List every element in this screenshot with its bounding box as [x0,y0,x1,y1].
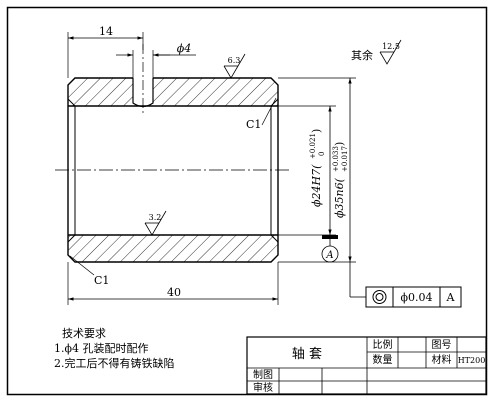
drawn-label: 制图 [253,368,273,381]
quantity-label: 数量 [373,353,393,366]
outer-contour [67,77,279,263]
svg-text:): ) [310,129,323,133]
title-block: 轴 套 比例 数量 图号 材料 HT200 制图 审核 [246,336,487,395]
chamfer-top: C1 [246,97,277,131]
chamfer-top-text: C1 [246,118,261,131]
bushing-section [55,44,292,263]
dimension-outer-text: ϕ35n6( [333,177,346,218]
tolerance-value: ϕ0.04 [401,291,433,304]
technical-requirements: 技术要求 1.ϕ4 孔装配时配作 2.完工后不得有铸铁缺陷 [54,326,175,371]
chamfer-bottom: C1 [69,255,109,287]
technical-requirements-title: 技术要求 [62,327,106,340]
top-wall-hatch-right [153,78,278,106]
part-name: 轴 套 [292,346,322,362]
drawing-no-label: 图号 [432,339,452,351]
datum-a: A [321,235,339,263]
roughness-outer-text: 6.3 [228,56,241,65]
dimension-inner-tol-upper: +0.021 [309,133,317,159]
roughness-rest: 其余 12.5 [351,39,402,65]
technical-requirement-item: 1.ϕ4 孔装配时配作 [54,342,149,355]
dimension-inner-text: ϕ24H7( [310,164,323,207]
roughness-rest-value: 12.5 [382,42,400,51]
checked-label: 审核 [253,381,273,394]
dimension-hole-text: ϕ4 [177,42,192,55]
datum-a-letter: A [325,250,333,261]
dimension-14-text: 14 [99,25,113,38]
dimension-inner-tol-lower: 0 [318,152,326,156]
tolerance-datum: A [446,291,456,304]
dimension-outer-tol-upper: +0.033 [332,146,340,172]
coaxiality-icon [372,290,387,304]
dimension-hole: ϕ4 [116,42,196,78]
roughness-outer: 6.3 [223,53,246,79]
dimension-outer: ϕ35n6( +0.033 +0.017 ) [278,77,356,263]
tolerance-frame: ϕ0.04 A [349,262,462,308]
technical-requirement-item: 2.完工后不得有铸铁缺陷 [54,357,175,370]
dimension-inner: ϕ24H7( +0.021 0 ) [278,105,336,236]
material-label: 材料 [432,353,452,366]
dimension-14: 14 [67,25,144,78]
roughness-inner-text: 3.2 [149,213,162,222]
material-value: HT200 [458,356,486,365]
bottom-wall-hatch [68,235,278,262]
scale-label: 比例 [373,338,393,351]
dimension-40: 40 [67,262,279,305]
dimension-outer-tol-lower: +0.017 [341,146,349,172]
chamfer-bottom-text: C1 [94,274,109,287]
svg-text:): ) [333,142,346,146]
top-wall-hatch-left [68,78,133,106]
roughness-inner: 3.2 [144,210,167,236]
dimension-40-text: 40 [167,286,181,299]
roughness-rest-label: 其余 [351,48,373,62]
